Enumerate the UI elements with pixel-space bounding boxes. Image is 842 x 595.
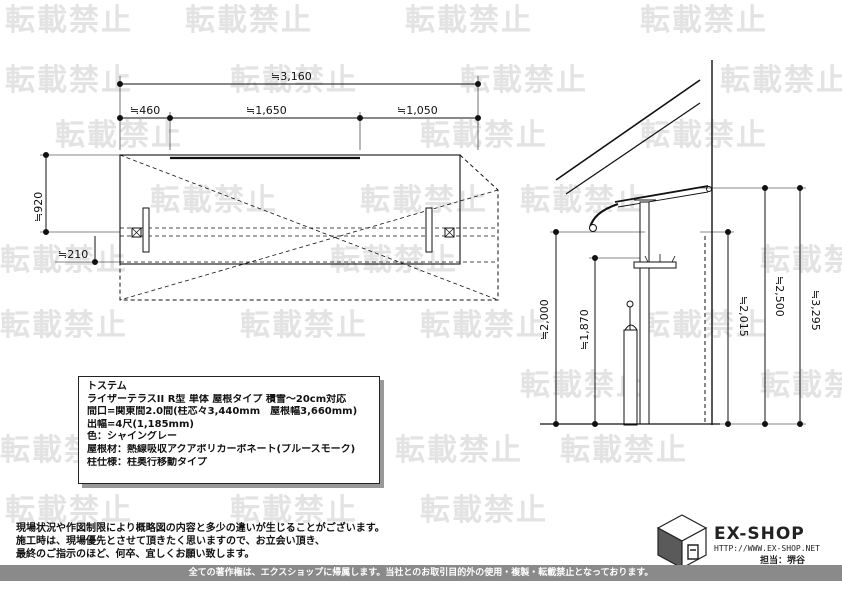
spec-product: ライザーテラスII R型 単体 屋根タイプ 積雪～20cm対応	[87, 393, 347, 405]
watermark-text: 転載禁止	[420, 308, 548, 343]
spec-roof-material: 屋根材：熱線吸収アクアポリカーボネート(ブルースモーク)	[87, 443, 356, 455]
brand-url: HTTP://WWW.EX-SHOP.NET	[714, 544, 820, 553]
watermark-text: 転載禁止	[150, 183, 278, 218]
dim-post-height: ≒1,870	[578, 309, 591, 350]
watermark-text: 転載禁止	[640, 118, 768, 153]
watermark-text: 転載禁止	[0, 243, 128, 278]
brand-name: EX-SHOP	[714, 524, 805, 544]
watermark-text: 転載禁止	[330, 243, 458, 278]
dim-depth: ≒920	[32, 192, 45, 222]
dim-front-height: ≒2,015	[737, 296, 750, 337]
watermark-text: 転載禁止	[460, 63, 588, 98]
dim-overall-width: ≒3,160	[271, 70, 312, 83]
dim-right-span: ≒1,050	[397, 104, 438, 117]
spec-manufacturer: トステム	[87, 381, 127, 392]
side-view	[540, 60, 806, 427]
note-line: 施工時は、現場優先とさせて頂きたく思いますので、お立会い頂き、	[16, 536, 325, 547]
copyright-footer: 全ての著作権は、エクスショップに帰属します。当社とのお取引目的外の使用・複製・転…	[0, 565, 842, 581]
plan-view	[40, 76, 499, 301]
note-line: 現場状況や作図制限により概略図の内容と多少の違いが生じることがございます。	[16, 523, 385, 534]
note-line: 最終のご指示のほど、何卒、宜しくお願い致します。	[16, 549, 255, 560]
watermark-text: 転載禁止	[5, 3, 133, 38]
spec-projection: 出幅=4尺(1,185mm)	[87, 418, 194, 430]
dim-floor-to-beam: ≒2,000	[538, 299, 551, 340]
ex-shop-logo-cube-icon	[656, 514, 708, 570]
dim-left-offset: ≒460	[130, 104, 160, 117]
dim-center-span: ≒1,650	[246, 104, 287, 117]
watermark-text: 転載禁止	[240, 308, 368, 343]
spec-color: 色：シャイングレー	[87, 431, 177, 443]
watermark-text: 転載禁止	[420, 118, 548, 153]
watermark-text: 転載禁止	[5, 63, 133, 98]
dim-roof-height: ≒2,500	[773, 276, 786, 317]
watermark-text: 転載禁止	[5, 493, 133, 528]
watermark-text: 転載禁止	[405, 3, 533, 38]
watermark-text: 転載禁止	[360, 183, 488, 218]
watermark-text: 転載禁止	[0, 308, 128, 343]
watermark-text: 転載禁止	[640, 308, 768, 343]
watermark-text: 転載禁止	[560, 433, 688, 468]
watermark-text: 転載禁止	[720, 63, 842, 98]
spec-post: 柱仕様：柱奥行移動タイプ	[87, 456, 207, 468]
watermark-text: 転載禁止	[55, 118, 183, 153]
watermark-text: 転載禁止	[760, 368, 842, 403]
watermark-text: 転載禁止	[420, 493, 548, 528]
watermark-text: 転載禁止	[230, 63, 358, 98]
staff-name: 担当：堺谷	[760, 556, 806, 566]
watermark-text: 転載禁止	[395, 433, 523, 468]
watermark-text: 転載禁止	[640, 3, 768, 38]
dim-post-offset: ≒210	[58, 248, 88, 261]
watermark-text: 転載禁止	[230, 493, 358, 528]
site-notes: 現場状況や作図制限により概略図の内容と多少の違いが生じることがございます。 施工…	[16, 522, 385, 561]
watermark-text: 転載禁止	[185, 3, 313, 38]
watermark-text: 転載禁止	[760, 243, 842, 278]
dim-total-height: ≒3,295	[809, 290, 822, 331]
spec-box: トステム ライザーテラスII R型 単体 屋根タイプ 積雪～20cm対応 間口=…	[78, 376, 380, 484]
spec-frontage: 間口=関東間2.0間(柱芯々3,440mm 屋根幅3,660mm)	[87, 406, 358, 418]
